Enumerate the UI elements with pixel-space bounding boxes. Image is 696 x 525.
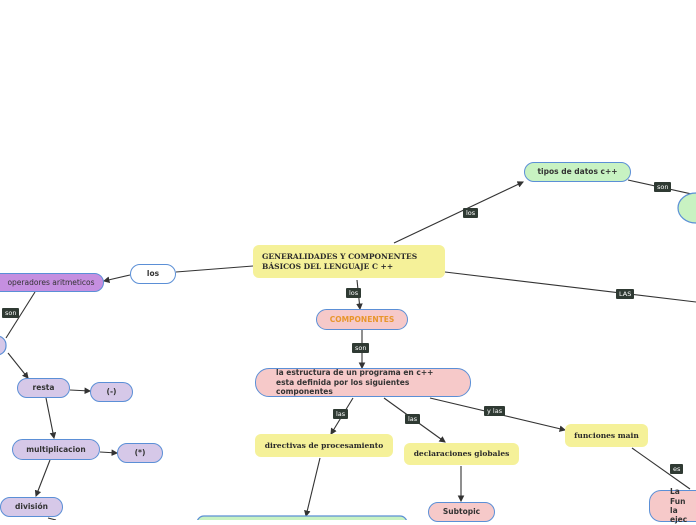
root-text: GENERALIDADES Y COMPONENTES BÁSICOS DEL … <box>262 252 418 271</box>
declaraciones-node[interactable]: declaraciones globales <box>404 443 519 465</box>
root-node[interactable]: GENERALIDADES Y COMPONENTES BÁSICOS DEL … <box>253 245 445 278</box>
operadores-node[interactable]: operadores aritmeticos <box>0 273 104 292</box>
edge-root-los <box>175 265 254 273</box>
edge-resta-sym <box>69 387 92 395</box>
tipos-datos-text: tipos de datos c++ <box>537 167 618 177</box>
subtopic-text: Subtopic <box>442 507 481 517</box>
label-ylas-funciones: y las <box>484 406 506 416</box>
label-las-right: LAS <box>616 289 635 299</box>
edge-root-tipos <box>393 181 524 244</box>
division-node[interactable]: división <box>0 497 63 517</box>
componentes-text: COMPONENTES <box>329 314 395 324</box>
subtopic-node[interactable]: Subtopic <box>428 502 495 522</box>
edge-mult-sym <box>99 449 119 456</box>
label-los-tipos: los <box>463 208 479 218</box>
componentes-node[interactable]: COMPONENTES <box>316 309 408 330</box>
edge-hidden-resta <box>7 352 29 379</box>
green-node-partial <box>677 192 696 224</box>
edge-los-operadores <box>102 274 131 283</box>
edge-directivas-down <box>304 457 321 518</box>
edge-mult-division <box>34 459 51 498</box>
label-son-tipos: son <box>654 182 672 192</box>
funcion-main-detail-text: La Fun la ejec <box>670 487 688 525</box>
declaraciones-text: declaraciones globales <box>413 449 510 459</box>
edge-operadores-down <box>5 291 36 339</box>
operadores-text: operadores aritmeticos <box>7 277 95 287</box>
multiplicacion-node[interactable]: multiplicacion <box>12 439 100 460</box>
mult-symbol-text: (*) <box>134 448 146 458</box>
funcion-main-detail-node[interactable]: La Fun la ejec <box>649 487 696 525</box>
resta-text: resta <box>32 383 55 393</box>
resta-symbol-node[interactable]: (-) <box>90 382 133 402</box>
label-las-declaraciones: las <box>405 414 421 424</box>
division-text: división <box>15 502 48 512</box>
edge-funciones-partial <box>631 447 691 490</box>
multiplicacion-text: multiplicacion <box>26 444 86 454</box>
mult-symbol-node[interactable]: (*) <box>117 443 163 463</box>
resta-node[interactable]: resta <box>17 378 70 398</box>
label-es: es <box>670 464 684 474</box>
label-son-operadores: son <box>2 308 20 318</box>
funciones-main-node[interactable]: funciones main <box>565 424 648 447</box>
resta-symbol-text: (-) <box>106 387 117 397</box>
bottom-node-partial <box>197 515 407 520</box>
funciones-main-text: funciones main <box>574 430 639 440</box>
edge-resta-mult <box>45 397 57 440</box>
hidden-node-partial <box>0 335 7 356</box>
label-los-componentes: los <box>346 288 362 298</box>
tipos-datos-node[interactable]: tipos de datos c++ <box>524 162 631 182</box>
los-node[interactable]: los <box>130 264 176 284</box>
label-las-directivas: las <box>333 409 349 419</box>
estructura-node[interactable]: la estructura de un programa en c++ esta… <box>255 368 471 397</box>
directivas-text: directivas de procesamiento <box>264 440 384 450</box>
edge-root-las <box>444 271 696 303</box>
estructura-text: la estructura de un programa en c++ esta… <box>276 368 434 397</box>
label-son-componentes: son <box>352 343 370 353</box>
directivas-node[interactable]: directivas de procesamiento <box>255 434 393 457</box>
los-node-text: los <box>146 269 160 279</box>
